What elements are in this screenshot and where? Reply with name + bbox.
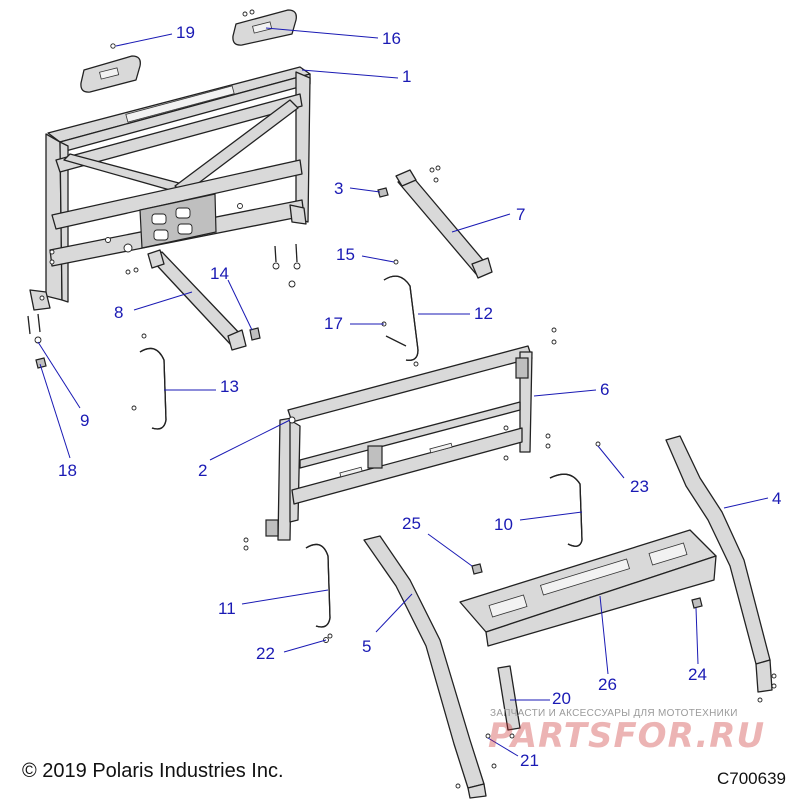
part-side-bar-5 (363, 535, 497, 799)
watermark-tagline: ЗАПЧАСТИ И АКСЕССУАРЫ ДЛЯ МОТОТЕХНИКИ (490, 708, 738, 719)
part-pin-23 (595, 441, 601, 447)
part-strut-7 (395, 165, 493, 279)
callout-22: 22 (256, 644, 275, 663)
callout-3: 3 (334, 179, 344, 198)
part-bolt-9 (27, 313, 42, 344)
callout-13: 13 (220, 377, 239, 396)
copyright-text: © 2019 Polaris Industries Inc. (22, 760, 284, 782)
part-cage-6 (243, 327, 557, 551)
leader-lines (37, 27, 769, 757)
callout-4: 4 (772, 489, 782, 508)
callout-15: 15 (336, 245, 355, 264)
part-nut-3 (377, 187, 389, 198)
part-nut-25 (471, 563, 483, 575)
callout-10: 10 (494, 515, 513, 534)
callout-16: 16 (382, 29, 401, 48)
figure-code: C700639 (716, 769, 786, 788)
callout-18: 18 (58, 461, 77, 480)
part-panel-26 (459, 529, 717, 647)
part-main-frame-1 (29, 66, 311, 311)
part-nut-18 (35, 357, 47, 369)
callout-2: 2 (198, 461, 208, 480)
callout-12: 12 (474, 304, 493, 323)
callout-14: 14 (210, 264, 229, 283)
part-side-bar-4 (665, 435, 777, 703)
callout-17: 17 (324, 314, 343, 333)
callout-26: 26 (598, 675, 617, 694)
part-cover-19 (80, 43, 141, 93)
callout-19: 19 (176, 23, 195, 42)
callout-1: 1 (402, 67, 412, 86)
part-handle-11 (305, 543, 333, 639)
callout-11: 11 (218, 599, 236, 618)
callout-20: 20 (552, 689, 571, 708)
part-cover-16 (232, 9, 297, 46)
part-strut-8 (125, 249, 247, 351)
callout-21: 21 (520, 751, 539, 770)
watermark-logo: PARTSFOR.RU (488, 716, 766, 756)
part-bolt-14 (249, 243, 301, 341)
callout-7: 7 (516, 205, 526, 224)
callout-5: 5 (362, 637, 372, 656)
part-handle-10 (549, 473, 583, 547)
callout-8: 8 (114, 303, 124, 322)
callout-25: 25 (402, 514, 421, 533)
callout-9: 9 (80, 411, 90, 430)
part-nut-24 (691, 597, 703, 609)
part-bracket-20 (497, 665, 521, 739)
callout-24: 24 (688, 665, 707, 684)
part-handle-13 (131, 333, 167, 430)
callout-23: 23 (630, 477, 649, 496)
callout-6: 6 (600, 380, 610, 399)
part-handle-12 (383, 259, 419, 361)
